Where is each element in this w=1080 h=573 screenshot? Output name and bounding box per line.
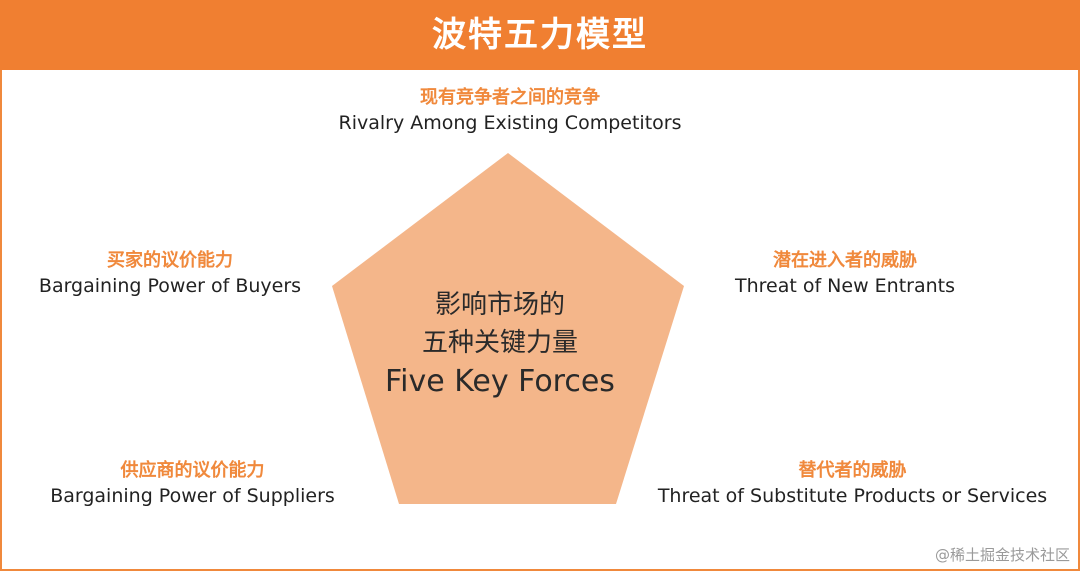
force-substitutes: 替代者的威胁 Threat of Substitute Products or … xyxy=(640,459,1065,509)
watermark: @稀土掘金技术社区 xyxy=(934,546,1070,564)
force-buyers-cn: 买家的议价能力 xyxy=(107,250,233,271)
force-new-entrants-en: Threat of New Entrants xyxy=(734,275,956,297)
force-buyers: 买家的议价能力 Bargaining Power of Buyers xyxy=(15,249,325,299)
force-substitutes-en: Threat of Substitute Products or Service… xyxy=(657,485,1048,507)
pentagon-polygon xyxy=(332,153,684,504)
force-rivalry: 现有竞争者之间的竞争 Rivalry Among Existing Compet… xyxy=(300,86,720,136)
force-suppliers: 供应商的议价能力 Bargaining Power of Suppliers xyxy=(25,459,360,509)
center-line-3: Five Key Forces xyxy=(385,364,615,399)
force-rivalry-cn: 现有竞争者之间的竞争 xyxy=(420,87,600,108)
force-rivalry-en: Rivalry Among Existing Competitors xyxy=(338,112,682,134)
center-line-2: 五种关键力量 xyxy=(421,328,578,358)
force-suppliers-en: Bargaining Power of Suppliers xyxy=(50,485,335,507)
diagram-title: 波特五力模型 xyxy=(432,15,648,55)
force-buyers-en: Bargaining Power of Buyers xyxy=(38,275,302,297)
center-line-1: 影响市场的 xyxy=(434,290,565,320)
force-new-entrants-cn: 潜在进入者的威胁 xyxy=(773,250,917,271)
force-substitutes-cn: 替代者的威胁 xyxy=(798,460,907,481)
center-label: 影响市场的 五种关键力量 Five Key Forces xyxy=(360,286,640,402)
force-suppliers-cn: 供应商的议价能力 xyxy=(120,460,265,481)
force-new-entrants: 潜在进入者的威胁 Threat of New Entrants xyxy=(690,249,1000,299)
header-bar: 波特五力模型 xyxy=(0,0,1080,70)
